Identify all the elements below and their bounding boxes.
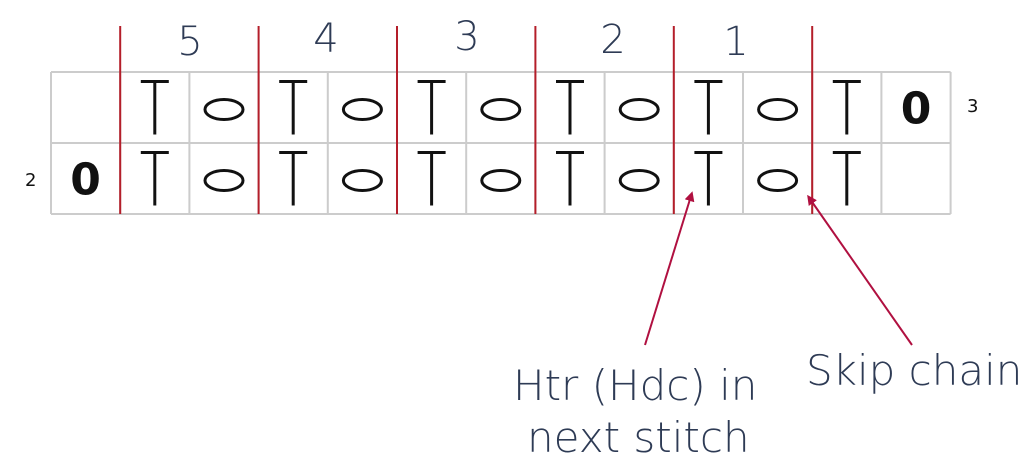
htr-symbol [694,80,723,135]
chain-symbol [480,169,522,192]
htr-symbol [832,80,861,135]
row-number-3: 3 [967,96,978,117]
htr-symbol [140,151,169,206]
stitch-symbols: 00 [70,80,932,206]
chain-symbol [341,98,383,121]
htr-label-line1: Htr (Hdc) in [513,361,757,410]
chain-symbol [757,98,799,121]
stitch-grid [50,71,952,215]
htr-symbol [556,151,584,206]
chain-symbol [757,169,799,192]
turning-chain-symbol: 0 [70,155,101,206]
htr-symbol [140,80,169,135]
chain-symbol [480,98,522,121]
row-number-2: 2 [25,170,36,191]
repeat-numbers: 5 4 3 2 1 [177,14,748,65]
skip-chain-label: Skip chain [806,346,1022,395]
repeat-number-4: 4 [313,16,338,62]
htr-symbol [417,80,446,135]
htr-arrow [644,191,695,346]
htr-symbol [832,151,861,206]
htr-symbol [279,80,308,135]
repeat-number-3: 3 [454,14,479,60]
turning-chain-symbol: 0 [901,84,932,135]
repeat-number-5: 5 [177,19,202,65]
chain-symbol [341,169,383,192]
repeat-number-2: 2 [600,17,625,63]
htr-label-line2: next stitch [527,413,750,462]
chain-symbol [618,169,660,192]
htr-symbol [556,80,584,135]
htr-symbol [417,151,446,206]
htr-symbol [694,151,723,206]
chain-symbol [203,169,245,192]
skip-chain-arrow [807,194,913,346]
chain-symbol [203,98,245,121]
repeat-dividers [119,26,814,214]
chain-symbol [618,98,660,121]
repeat-number-1: 1 [723,19,748,65]
htr-symbol [279,151,308,206]
